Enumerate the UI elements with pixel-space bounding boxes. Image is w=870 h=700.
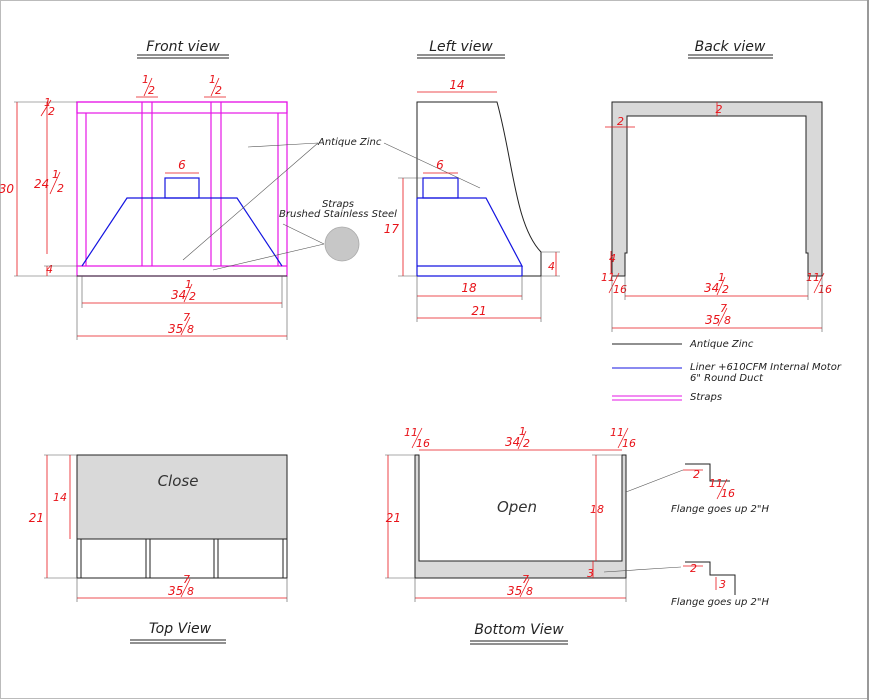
legend: Antique Zinc Liner +610CFM Internal Moto… <box>612 339 842 403</box>
stainless-swatch <box>324 226 360 262</box>
flange1-11: 11 <box>709 477 723 490</box>
front-34-num: 1 <box>185 278 192 291</box>
front-bottom-4: 4 <box>46 263 53 276</box>
bottom-34-num: 1 <box>519 425 526 438</box>
left-view-title: Left view <box>429 39 493 55</box>
back-35-num: 7 <box>720 302 727 315</box>
front-34-den: 2 <box>189 290 196 303</box>
top-depth-21: 21 <box>29 511 44 525</box>
back-view: Back view 2 2 4 11 16 11 16 34 1 2 35 7 … <box>601 39 832 332</box>
top-view-title: Top View <box>149 621 212 637</box>
top-35-den: 8 <box>187 585 194 598</box>
bottom-right-11: 11 <box>610 426 624 439</box>
bottom-width-35: 35 <box>507 584 522 598</box>
back-34-den: 2 <box>722 283 729 296</box>
front-35-num: 7 <box>183 311 190 324</box>
antique-zinc-label: Antique Zinc <box>317 137 382 148</box>
back-34-num: 1 <box>718 271 725 284</box>
front-35-den: 8 <box>187 323 194 336</box>
legend-liner-label-2: 6" Round Duct <box>690 373 764 384</box>
top-35-num: 7 <box>183 573 190 586</box>
front-width-35: 35 <box>168 322 183 336</box>
left-bottom-4: 4 <box>548 260 555 273</box>
left-depth-14: 14 <box>449 78 464 92</box>
left-view: Left view 14 6 17 4 18 21 <box>384 39 560 322</box>
front-view-title: Front view <box>146 39 220 55</box>
bottom-depth-18: 18 <box>590 503 604 516</box>
flange1-16: 16 <box>721 487 735 500</box>
back-top-2: 2 <box>716 103 723 116</box>
front-height-24: 24 <box>34 177 49 191</box>
front-24-num: 1 <box>52 168 59 181</box>
back-35-den: 8 <box>724 314 731 327</box>
legend-liner-label: Liner +610CFM Internal Motor <box>690 362 842 373</box>
flange2-label: Flange goes up 2"H <box>671 597 770 608</box>
front-top-half-num: 1 <box>44 96 51 109</box>
top-view: Close 21 14 35 7 8 Top View <box>29 454 288 644</box>
legend-straps-label: Straps <box>690 392 722 403</box>
front-width-34: 34 <box>171 288 186 302</box>
bottom-35-den: 8 <box>526 585 533 598</box>
bottom-view: Open 11 16 11 16 34 1 2 21 18 3 35 7 8 2… <box>385 425 770 645</box>
bottom-depth-21: 21 <box>386 511 401 525</box>
bottom-left-16: 16 <box>416 437 430 450</box>
top-depth-14: 14 <box>53 491 67 504</box>
bottom-open-label: Open <box>497 498 537 516</box>
back-view-title: Back view <box>695 39 766 55</box>
front-strap-half-2-num: 1 <box>209 73 216 86</box>
bottom-width-34: 34 <box>505 435 520 449</box>
front-strap-half-1-den: 2 <box>148 84 155 97</box>
front-strap-half-1-num: 1 <box>142 73 149 86</box>
back-width-34: 34 <box>704 281 719 295</box>
back-left-11: 11 <box>601 271 615 284</box>
straps-label: Straps <box>322 199 354 210</box>
bottom-left-11: 11 <box>404 426 418 439</box>
flange2-2: 2 <box>690 562 697 575</box>
bottom-right-16: 16 <box>622 437 636 450</box>
front-top-half-den: 2 <box>48 105 55 118</box>
front-view: Front view Antique Zinc Straps Brushed S… <box>0 39 397 340</box>
flange2-3: 3 <box>719 578 726 591</box>
left-liner-18: 18 <box>461 281 477 295</box>
left-duct-6: 6 <box>436 158 444 172</box>
back-width-35: 35 <box>705 313 720 327</box>
flange1-label: Flange goes up 2"H <box>671 504 770 515</box>
bottom-35-num: 7 <box>522 573 529 586</box>
brushed-stainless-label: Brushed Stainless Steel <box>279 209 397 220</box>
top-width-35: 35 <box>168 584 183 598</box>
front-strap-half-2-den: 2 <box>215 84 222 97</box>
left-height-17: 17 <box>384 222 400 236</box>
front-24-den: 2 <box>57 182 64 195</box>
back-tab-4: 4 <box>609 252 616 265</box>
front-height-30: 30 <box>0 182 14 196</box>
top-close-label: Close <box>158 472 199 490</box>
front-duct-6: 6 <box>178 158 186 172</box>
back-side-2: 2 <box>617 115 624 128</box>
bottom-view-title: Bottom View <box>474 622 564 638</box>
flange1-2: 2 <box>693 468 700 481</box>
bottom-34-den: 2 <box>523 437 530 450</box>
left-depth-21: 21 <box>471 304 486 318</box>
back-right-11: 11 <box>806 271 820 284</box>
bottom-strip-3: 3 <box>587 567 594 580</box>
back-left-16: 16 <box>613 283 627 296</box>
back-right-16: 16 <box>818 283 832 296</box>
legend-zinc-label: Antique Zinc <box>689 339 754 350</box>
